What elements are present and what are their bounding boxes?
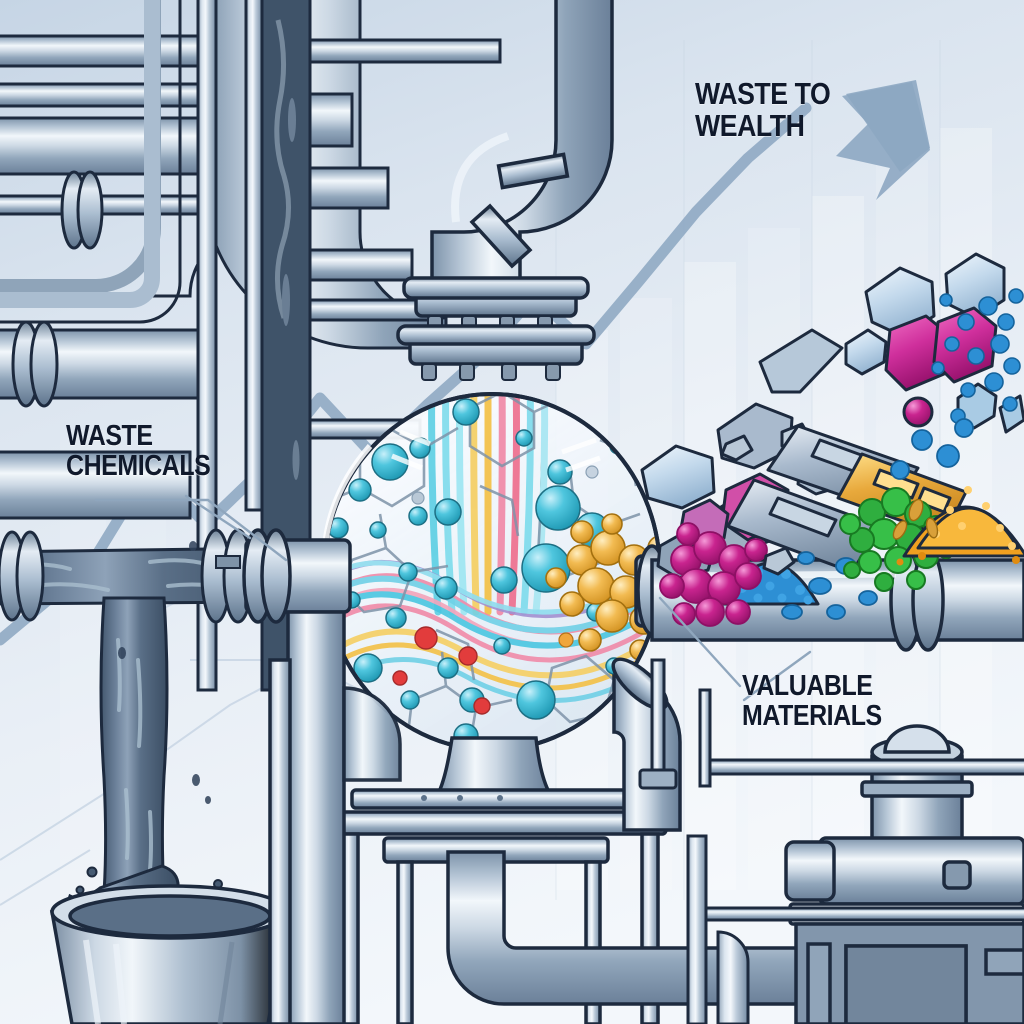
leader-valuable-2 xyxy=(658,596,742,688)
valuable-materials-group xyxy=(640,252,1024,627)
leader-waste xyxy=(94,498,288,562)
lower-left-pipes xyxy=(268,610,402,1024)
magenta-bead xyxy=(902,396,934,428)
label-waste-chemicals: WASTE CHEMICALS xyxy=(66,420,211,482)
orange-grain xyxy=(892,498,939,540)
pump-icon xyxy=(784,724,1024,1024)
flange-icon xyxy=(11,170,104,408)
orange-powder-pile xyxy=(896,486,1024,566)
leader-waste-2 xyxy=(184,494,252,540)
page-title: WASTE TO WEALTH xyxy=(695,76,831,143)
leader-valuable xyxy=(742,650,812,702)
pipe-frame-left xyxy=(0,0,182,324)
reactor-inlet-pipe xyxy=(430,0,614,302)
instrument-standpipe xyxy=(638,658,712,790)
molecule-red-atoms xyxy=(392,626,491,715)
reactor-flange-stack xyxy=(396,276,596,381)
blue-crystal xyxy=(844,328,888,376)
flange-icon xyxy=(469,152,570,269)
label-valuable-materials: VALUABLE MATERIALS xyxy=(742,670,882,732)
gold-particle-cluster xyxy=(545,513,658,661)
arrow-head-2 xyxy=(846,80,930,172)
reactor-inlet-nozzle xyxy=(242,528,352,624)
lower-right-pipes xyxy=(686,758,1024,1024)
leader-lines xyxy=(94,494,812,702)
flange-icon xyxy=(0,530,45,622)
waste-drum-icon xyxy=(49,884,291,1024)
ore-chip xyxy=(720,434,796,576)
silver-crystal xyxy=(758,328,844,394)
grey-ore-chunk xyxy=(640,444,716,510)
